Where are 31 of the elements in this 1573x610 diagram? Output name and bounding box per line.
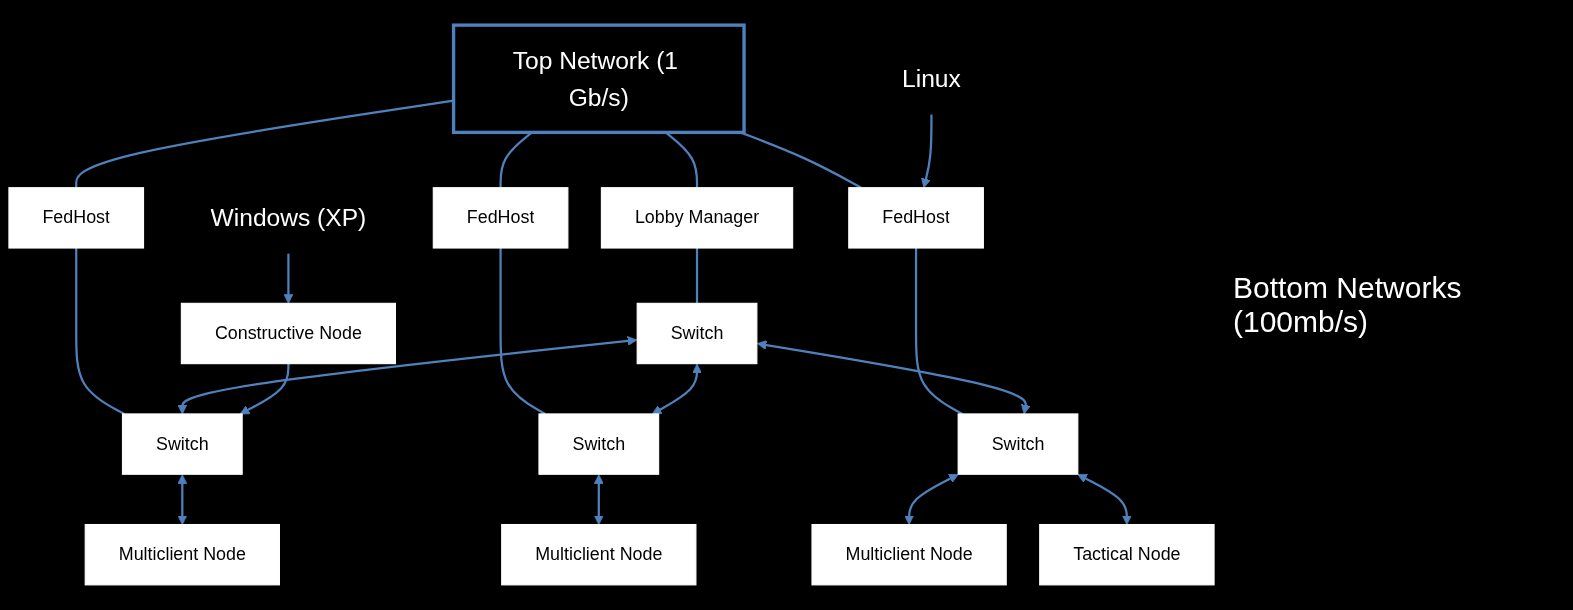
node-box: Multiclient Node — [501, 523, 697, 586]
arrow — [239, 363, 290, 415]
arrow — [283, 253, 294, 304]
node-text: Linux — [902, 64, 961, 93]
node-box: FedHost — [432, 187, 569, 249]
node-box: Switch — [538, 413, 660, 475]
arrow — [177, 474, 188, 525]
connector — [914, 248, 963, 415]
node-box: FedHost — [848, 187, 984, 249]
node-box: Lobby Manager — [600, 187, 794, 249]
node-box: Multiclient Node — [811, 523, 1007, 586]
connector — [75, 248, 125, 415]
node-box: Switch — [636, 302, 758, 365]
node-box: Switch — [121, 413, 243, 475]
arrow — [921, 113, 933, 189]
arrow — [756, 340, 1031, 415]
node-box: Switch — [957, 413, 1079, 475]
arrow — [904, 474, 959, 525]
connector — [695, 248, 699, 304]
node-box: Multiclient Node — [84, 523, 280, 586]
arrow — [593, 474, 604, 525]
node-box: Top Network (1 Gb/s) — [451, 23, 746, 135]
arrow — [651, 363, 702, 415]
arrow — [177, 336, 638, 415]
connector — [499, 248, 546, 415]
node-box: Constructive Node — [180, 302, 396, 365]
node-text: Windows (XP) — [210, 203, 367, 232]
node-box: Tactical Node — [1039, 523, 1215, 586]
node-box: FedHost — [8, 187, 145, 249]
arrow — [1077, 474, 1132, 525]
note-label: Bottom Networks (100mb/s) — [1233, 271, 1463, 339]
